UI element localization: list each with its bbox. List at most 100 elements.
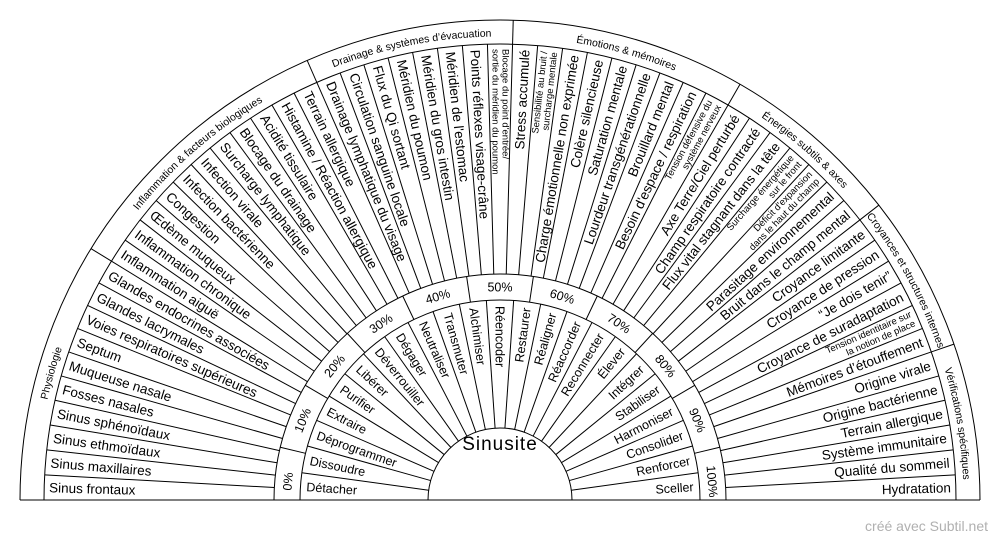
sector-divider [111,260,308,383]
category-divider [512,20,514,45]
percent-label[interactable]: 10% [292,406,314,434]
inner-divider [504,300,515,429]
sector-divider [209,147,357,326]
inner-divider [514,304,542,430]
sector-divider [505,44,514,275]
outer-item[interactable]: Blocage du point d'entrée/sortie du méri… [489,49,510,175]
sector-divider [717,375,939,439]
inner-divider [555,373,656,455]
outer-item-line: Sinus maxillaires [50,456,152,479]
inner-divider [541,336,616,442]
outer-item[interactable]: Stress accumulé [512,49,532,149]
inner-action-item[interactable]: Détacher [306,480,358,497]
category-divider [727,84,741,106]
inner-action-ring: DétacherDissoudreDéprogrammerExtrairePur… [306,306,694,498]
sector-divider [678,219,861,362]
sector-divider [387,57,446,282]
sector-divider [250,117,377,312]
percent-label[interactable]: 40% [424,286,452,307]
inner-divider [571,472,699,491]
sector-divider [722,424,950,464]
inner-action-item[interactable]: Alchimiser [466,307,488,366]
sector-divider [229,132,367,319]
percent-divider [466,276,471,303]
sector-divider [578,72,661,289]
inner-action-item[interactable]: Sceller [655,480,694,497]
inner-action-item[interactable]: Réencoder [493,306,507,367]
sector-divider [155,200,330,352]
sector-divider [139,219,322,362]
percent-divider [346,333,366,353]
sector-divider [685,239,876,372]
category-divider [931,343,955,353]
sector-divider [293,92,399,299]
percent-ring-inner-arc [299,299,701,501]
inner-divider [523,311,568,433]
inner-divider [532,322,593,437]
sector-divider [172,181,339,343]
category-label-text: Drainage & systèmes d’évacuation [330,28,491,71]
sector-divider [720,399,946,452]
sector-divider [692,260,889,383]
sector-divider [124,239,315,372]
center-arc [427,427,573,501]
sector-divider [601,92,707,299]
inner-divider [316,419,435,472]
percent-divider [402,295,415,320]
inner-divider [328,395,439,464]
category-divider [90,248,112,262]
outer-arc [19,19,981,501]
sector-divider [363,64,434,285]
inner-action-item[interactable]: Dissoudre [309,454,367,479]
percent-divider [305,384,328,399]
percent-label[interactable]: 100% [703,465,720,498]
inner-divider [569,445,693,482]
percent-divider [280,446,306,454]
inner-divider [548,353,637,448]
sector-divider [190,164,348,335]
sector-divider [623,117,750,312]
sector-divider [643,147,791,326]
outer-item[interactable]: Sinus frontaux [49,480,136,497]
inner-divider [384,336,459,442]
sector-divider [68,351,287,428]
inner-divider [485,300,496,429]
sector-divider [61,375,283,439]
sector-divider [704,304,913,405]
sector-divider [44,474,275,489]
inner-divider [561,395,672,464]
sector-divider [590,82,684,294]
sector-divider [670,200,845,352]
inner-divider [432,311,477,433]
inner-divider [458,304,486,430]
sector-divider [725,474,956,489]
sector-divider [316,82,410,294]
outer-item[interactable]: Sinus maxillaires [50,456,152,479]
sector-divider [542,52,588,279]
outer-item-line: Sinus frontaux [49,480,136,497]
outer-item[interactable]: Hydratation [882,480,951,497]
percent-label[interactable]: 60% [548,286,576,307]
percent-label[interactable]: 90% [686,406,708,434]
percent-label[interactable]: 0% [280,472,296,491]
sector-divider [46,449,276,476]
sector-divider [87,304,296,405]
percent-divider [585,295,598,320]
category-divider [859,204,880,221]
item-ring-inner-arc [273,273,727,501]
percent-divider [694,446,720,454]
inner-divider [301,472,429,491]
percent-label[interactable]: 50% [487,280,512,294]
sector-divider [412,52,458,279]
inner-divider [344,373,445,455]
outer-item-line: Hydratation [882,480,951,497]
sector-divider [633,132,771,319]
sector-divider [50,424,278,464]
sector-divider [698,282,902,393]
sector-divider [271,104,388,305]
sector-divider [652,164,810,335]
outer-item-line: sortie du méridien du poumon [489,49,500,175]
sector-divider [518,45,539,275]
category-label: Drainage & systèmes d’évacuation [330,28,491,71]
percent-divider [634,333,654,353]
